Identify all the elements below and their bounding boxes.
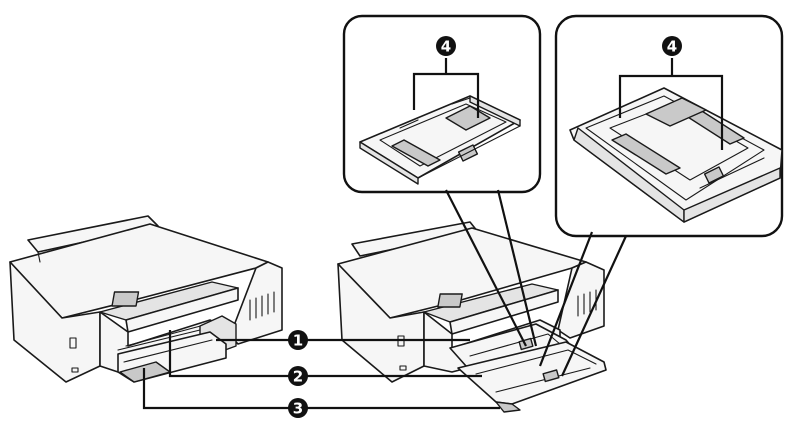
callout-4-right-label: 4 [667,38,677,56]
callout-3: 3 [288,398,308,418]
inset-leader-lines [445,189,628,377]
callout-4-bracket-right [618,58,724,150]
inset-tray-2 [554,14,784,238]
inset-tray-1 [342,14,542,194]
callout-2-label: 2 [293,368,303,386]
callout-leader-3 [142,368,500,410]
callout-4-bracket-left [412,58,480,118]
callout-leader-2 [168,330,482,378]
callout-3-label: 3 [293,400,303,418]
callout-4-left: 4 [436,36,456,56]
callout-1-label: 1 [293,332,303,350]
callout-2: 2 [288,366,308,386]
callout-4-left-label: 4 [441,38,451,56]
printer-right [337,221,607,413]
callout-4-right: 4 [662,36,682,56]
callout-1: 1 [288,330,308,350]
printer-left [9,215,283,383]
